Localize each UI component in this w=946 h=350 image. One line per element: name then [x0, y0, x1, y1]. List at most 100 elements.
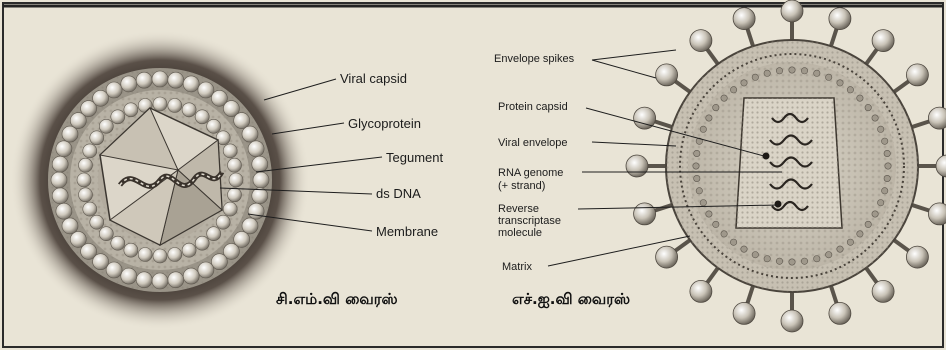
cmv-glycoprotein-bead — [136, 72, 152, 88]
hiv-matrix-bead — [865, 221, 871, 227]
cmv-glycoprotein-bead — [56, 141, 72, 157]
hiv-envelope-spike-head — [634, 203, 656, 225]
cmv-capsid-bead — [223, 144, 237, 158]
label-glycoprotein: Glycoprotein — [348, 116, 421, 131]
hiv-envelope-spike-head — [829, 302, 851, 324]
hiv-spike-stalk — [674, 80, 692, 93]
cmv-capsid-bead — [99, 227, 113, 241]
hiv-matrix-bead — [885, 163, 891, 169]
hiv-matrix-bead — [872, 115, 878, 121]
hiv-matrix-bead — [878, 126, 884, 132]
cmv-capsid-bead — [229, 173, 243, 187]
hiv-spike-stalk — [892, 239, 910, 252]
cmv-capsid-bead — [90, 131, 104, 145]
cmv-capsid-bead — [79, 158, 93, 172]
hiv-matrix-bead — [741, 80, 747, 86]
cmv-glycoprotein-bead — [106, 82, 122, 98]
hiv-matrix-bead — [847, 239, 853, 245]
cmv-glycoprotein-bead — [70, 231, 86, 247]
hiv-envelope-spike-head — [733, 302, 755, 324]
cmv-glycoprotein-bead — [62, 218, 78, 234]
label-protein-capsid: Protein capsid — [498, 101, 568, 113]
label-molecule: molecule — [498, 227, 542, 239]
cmv-capsid-bead — [182, 243, 196, 257]
hiv-matrix-bead — [882, 188, 888, 194]
cmv-glycoprotein-bead — [62, 126, 78, 142]
cmv-capsid-bead — [228, 188, 242, 202]
cmv-glycoprotein-bead — [183, 76, 199, 92]
hiv-envelope-spike-head — [781, 310, 803, 332]
cmv-capsid-bead — [83, 202, 97, 216]
cmv-virus-illustration — [10, 30, 310, 330]
label-rna-genome: RNA genome — [498, 167, 563, 179]
cmv-capsid-bead — [79, 188, 93, 202]
hiv-envelope-spike-head — [690, 30, 712, 52]
cmv-glycoprotein-bead — [93, 90, 109, 106]
cmv-capsid-bead — [168, 99, 182, 113]
hiv-matrix-bead — [884, 150, 890, 156]
cmv-capsid-bead — [195, 236, 209, 250]
hiv-envelope-spike-head — [829, 8, 851, 30]
hiv-matrix-bead — [865, 104, 871, 110]
hiv-matrix-bead — [721, 231, 727, 237]
hiv-matrix-bead — [693, 163, 699, 169]
caption-cmv-virus: சி.எம்.வி வைரஸ் — [276, 290, 398, 308]
hiv-matrix-bead — [694, 175, 700, 181]
hiv-matrix-bead — [801, 258, 807, 264]
hiv-matrix-bead — [752, 74, 758, 80]
label-rna-strand: (+ strand) — [498, 180, 545, 192]
hiv-matrix-bead — [706, 211, 712, 217]
hiv-matrix-bead — [789, 67, 795, 73]
cmv-capsid-bead — [111, 236, 125, 250]
hiv-envelope-spike-head — [906, 246, 928, 268]
hiv-matrix-bead — [764, 256, 770, 262]
hiv-envelope-spike-head — [906, 64, 928, 86]
hiv-matrix-bead — [826, 74, 832, 80]
hiv-spike-stalk — [674, 239, 692, 252]
label-reverse: Reverse — [498, 203, 539, 215]
cmv-capsid-bead — [124, 243, 138, 257]
cmv-capsid-bead — [153, 97, 167, 111]
hiv-matrix-bead — [872, 211, 878, 217]
hiv-spike-stalk — [865, 48, 878, 66]
hiv-envelope-spike-head — [928, 107, 946, 129]
hiv-matrix-bead — [713, 104, 719, 110]
cmv-glycoprotein-bead — [52, 156, 68, 172]
cmv-glycoprotein-bead — [168, 72, 184, 88]
hiv-matrix-bead — [814, 70, 820, 76]
hiv-matrix-bead — [776, 258, 782, 264]
hiv-matrix-bead — [741, 246, 747, 252]
cmv-capsid-bead — [195, 110, 209, 124]
hiv-capsid-texture — [736, 98, 842, 228]
hiv-matrix-bead — [700, 126, 706, 132]
hiv-spike-stalk — [865, 266, 878, 284]
cmv-glycoprotein-bead — [198, 262, 214, 278]
hiv-matrix-bead — [884, 175, 890, 181]
label-viral-capsid: Viral capsid — [340, 71, 407, 86]
cmv-capsid-bead — [207, 227, 221, 241]
hiv-matrix-bead — [776, 68, 782, 74]
cmv-capsid-bead — [153, 249, 167, 263]
hiv-matrix-bead — [694, 150, 700, 156]
cmv-glycoprotein-bead — [242, 218, 258, 234]
hiv-spike-stalk — [747, 284, 754, 305]
cmv-glycoprotein-bead — [121, 76, 137, 92]
hiv-matrix-bead — [837, 80, 843, 86]
cmv-capsid-bead — [83, 144, 97, 158]
cmv-capsid-bead — [99, 119, 113, 133]
cmv-glycoprotein-bead — [211, 254, 227, 270]
cmv-glycoprotein-bead — [51, 172, 67, 188]
hiv-envelope-spike-head — [626, 155, 648, 177]
hiv-spike-stalk — [892, 80, 910, 93]
cmv-capsid-bead — [168, 248, 182, 262]
cmv-capsid-bead — [124, 103, 138, 117]
hiv-matrix-bead — [857, 231, 863, 237]
hiv-matrix-bead — [730, 239, 736, 245]
hiv-matrix-bead — [814, 256, 820, 262]
hiv-matrix-bead — [730, 87, 736, 93]
hiv-reverse-transcriptase-2 — [775, 201, 782, 208]
hiv-envelope-spike-head — [781, 0, 803, 22]
cmv-glycoprotein-bead — [56, 203, 72, 219]
hiv-matrix-bead — [752, 252, 758, 258]
